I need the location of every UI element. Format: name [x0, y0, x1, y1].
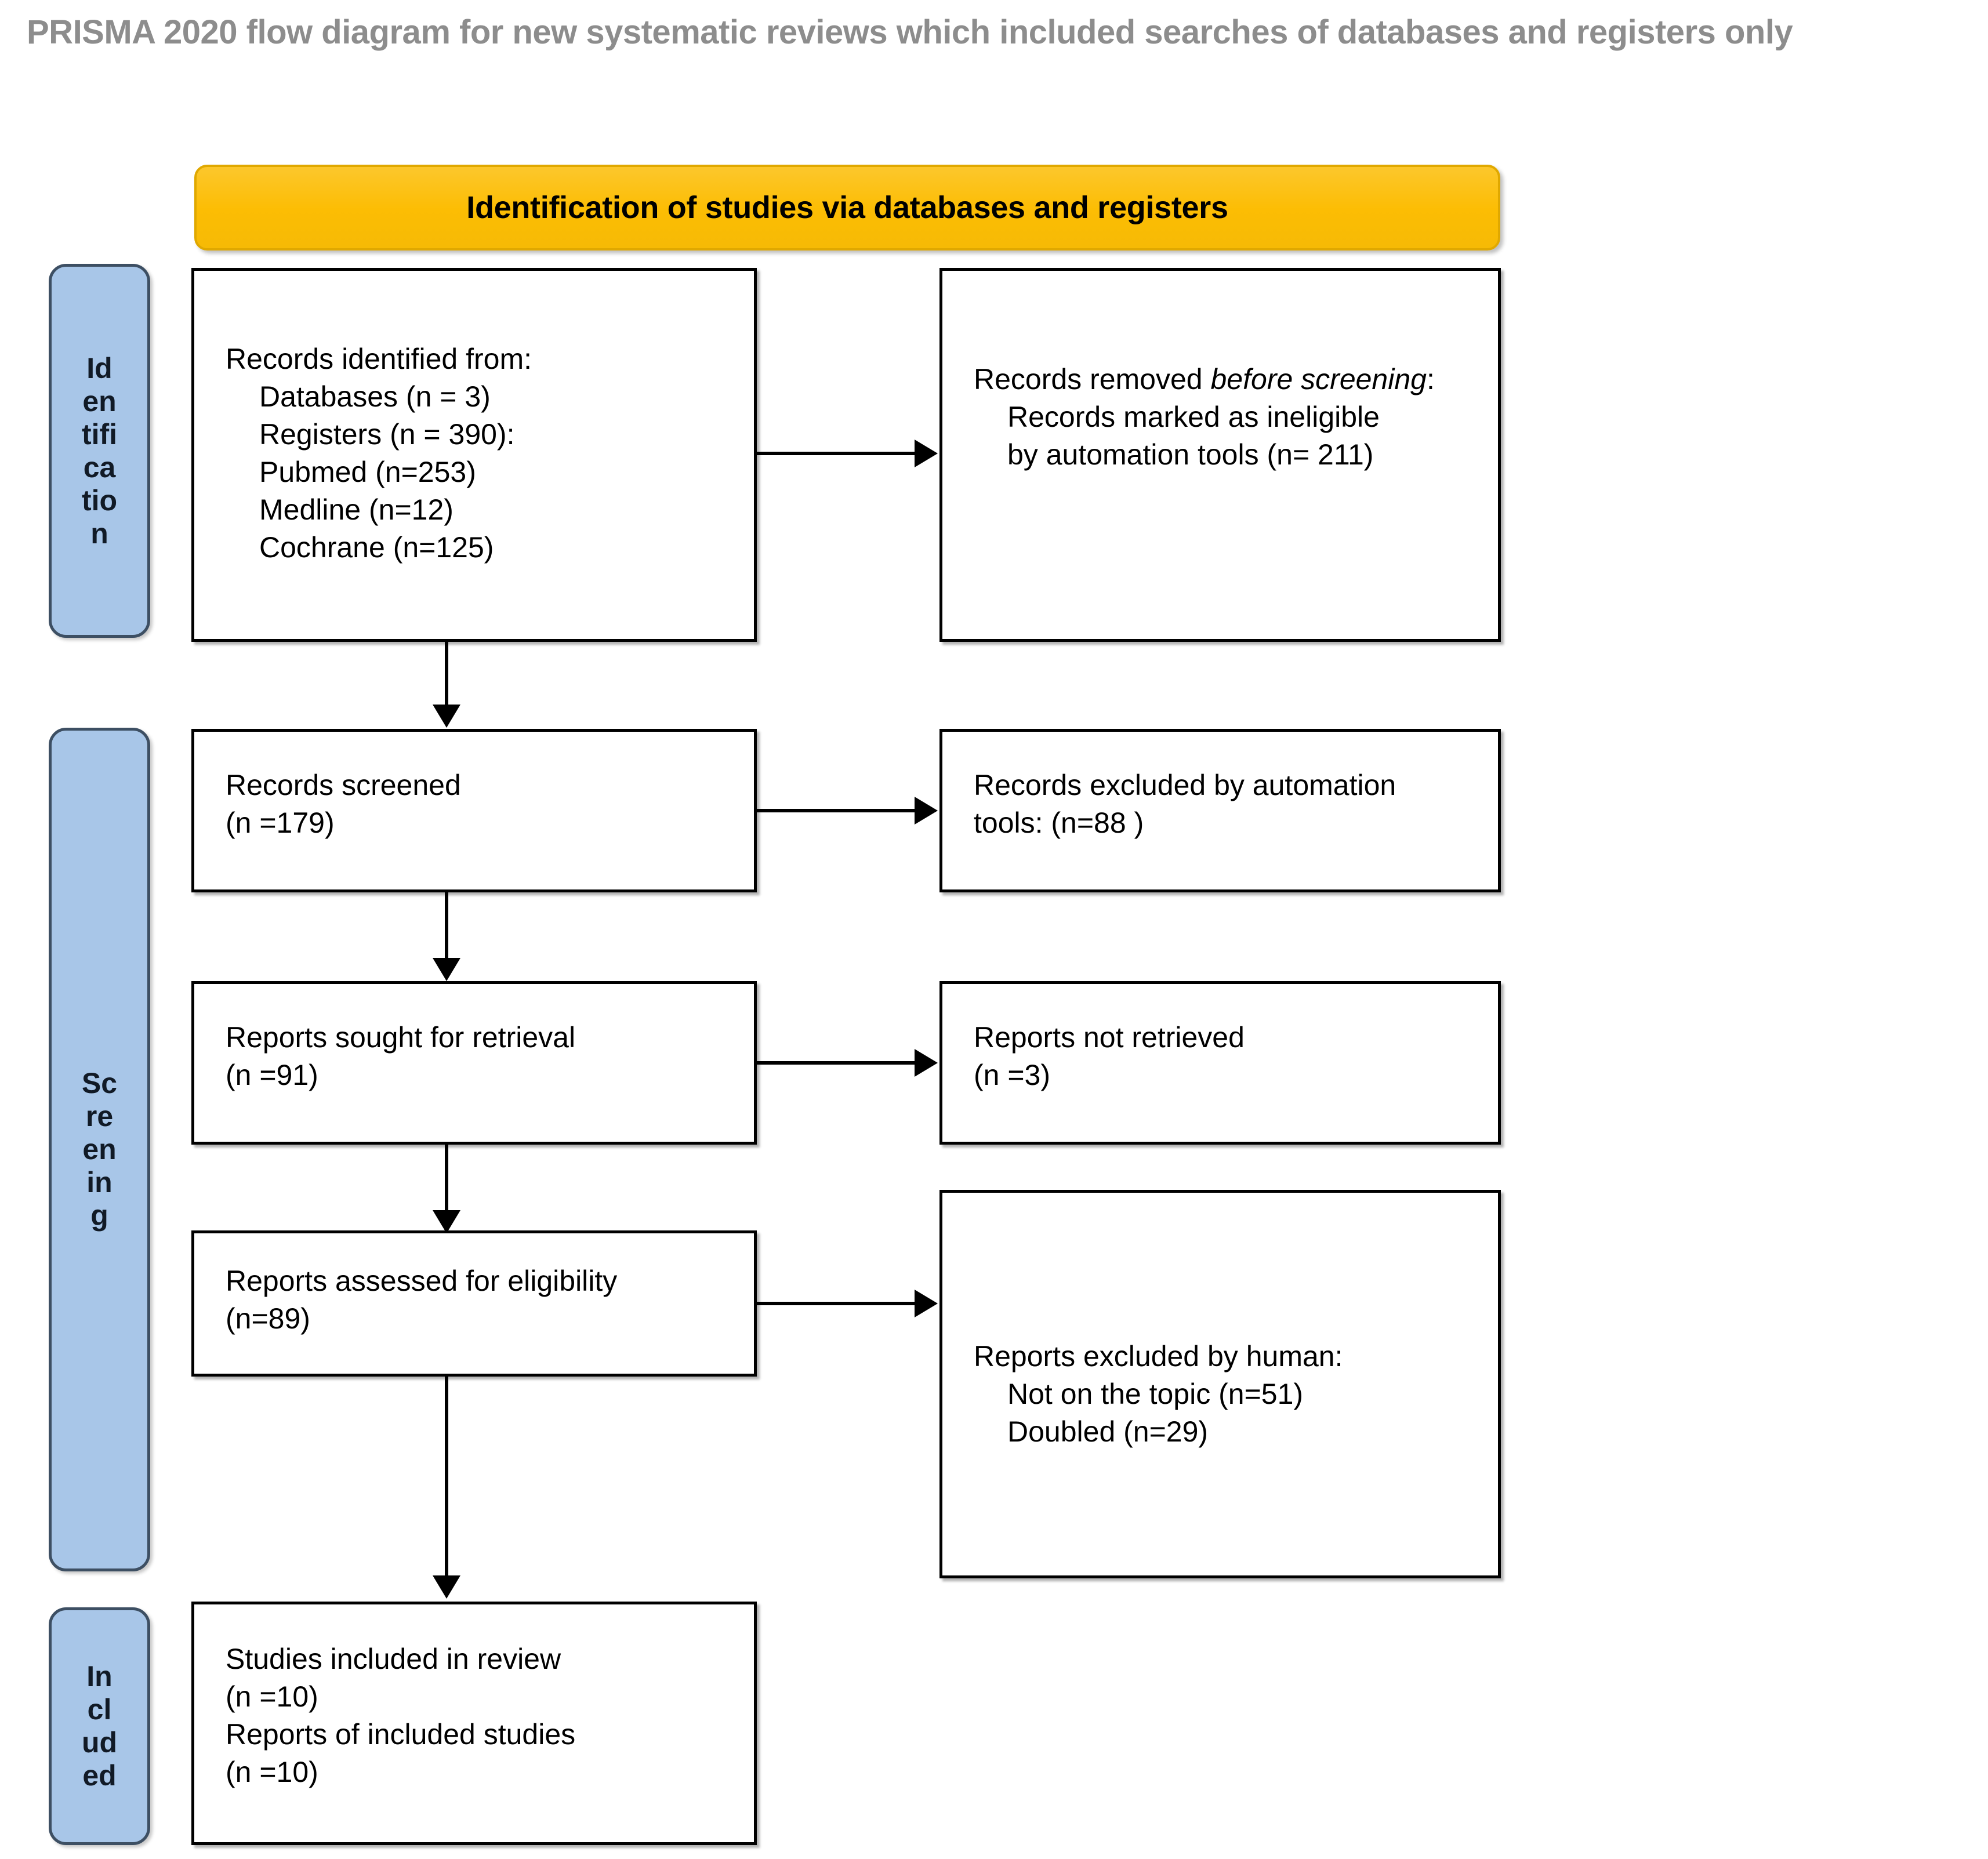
box-records-removed: Records removed before screening: Record… — [939, 268, 1501, 642]
page-title: PRISMA 2020 flow diagram for new systema… — [27, 13, 1793, 51]
records-removed-item: by automation tools (n= 211) — [1007, 438, 1374, 471]
box-reports-excluded-human-text: Reports excluded by human: Not on the to… — [974, 1338, 1486, 1451]
reports-not-retrieved-line-2: (n =3) — [974, 1059, 1051, 1091]
reports-excluded-human-heading: Reports excluded by human: — [974, 1340, 1343, 1373]
arrowhead-sought-to-assessed — [433, 1210, 460, 1233]
box-reports-assessed: Reports assessed for eligibility (n=89) — [191, 1230, 757, 1377]
box-studies-included-text: Studies included in review (n =10) Repor… — [226, 1640, 742, 1791]
records-removed-heading-tail: : — [1426, 363, 1435, 395]
stage-tab-included-label: In cl ud ed — [81, 1660, 118, 1792]
stage-tab-identification: Id en tifi ca tio n — [49, 264, 150, 638]
box-records-screened-text: Records screened (n =179) — [226, 767, 742, 842]
reports-excluded-human-item: Doubled (n=29) — [1007, 1415, 1209, 1448]
identification-banner-label: Identification of studies via databases … — [466, 190, 1228, 225]
arrowhead-screened-to-sought — [433, 958, 460, 981]
records-screened-line-1: Records screened — [226, 769, 461, 801]
connector-identified-to-screened — [445, 642, 448, 706]
connector-assessed-to-included — [445, 1377, 448, 1577]
arrowhead-sought-to-not-retrieved — [915, 1049, 938, 1077]
records-removed-item: Records marked as ineligible — [1007, 401, 1380, 433]
studies-included-line-3: Reports of included studies — [226, 1718, 576, 1751]
records-identified-item: Medline (n=12) — [259, 493, 454, 526]
connector-sought-to-not-retrieved — [757, 1061, 915, 1065]
stage-tab-identification-label: Id en tifi ca tio n — [81, 351, 118, 550]
records-removed-heading: Records removed — [974, 363, 1211, 395]
connector-identified-to-removed — [757, 452, 915, 455]
arrowhead-identified-to-removed — [915, 440, 938, 467]
studies-included-line-4: (n =10) — [226, 1756, 318, 1788]
reports-assessed-line-2: (n=89) — [226, 1302, 310, 1335]
records-identified-item: Cochrane (n=125) — [259, 531, 494, 564]
stage-tab-screening: Sc re en in g — [49, 728, 150, 1571]
box-reports-sought-text: Reports sought for retrieval (n =91) — [226, 1019, 742, 1094]
box-reports-sought: Reports sought for retrieval (n =91) — [191, 981, 757, 1145]
connector-sought-to-assessed — [445, 1145, 448, 1211]
records-identified-item: Registers (n = 390): — [259, 418, 515, 451]
reports-excluded-human-item: Not on the topic (n=51) — [1007, 1378, 1304, 1410]
studies-included-line-2: (n =10) — [226, 1680, 318, 1713]
box-reports-not-retrieved-text: Reports not retrieved (n =3) — [974, 1019, 1486, 1094]
reports-sought-line-1: Reports sought for retrieval — [226, 1021, 576, 1054]
arrowhead-identified-to-screened — [433, 705, 460, 728]
box-reports-excluded-human: Reports excluded by human: Not on the to… — [939, 1190, 1501, 1578]
arrowhead-assessed-to-excluded-human — [915, 1290, 938, 1317]
stage-tab-included: In cl ud ed — [49, 1607, 150, 1845]
box-studies-included: Studies included in review (n =10) Repor… — [191, 1602, 757, 1845]
box-records-removed-text: Records removed before screening: Record… — [974, 361, 1486, 474]
connector-screened-to-excluded-automation — [757, 809, 915, 812]
connector-screened-to-sought — [445, 892, 448, 959]
records-identified-heading: Records identified from: — [226, 343, 532, 375]
studies-included-line-1: Studies included in review — [226, 1643, 561, 1675]
box-reports-not-retrieved: Reports not retrieved (n =3) — [939, 981, 1501, 1145]
records-identified-item: Pubmed (n=253) — [259, 456, 476, 488]
box-reports-assessed-text: Reports assessed for eligibility (n=89) — [226, 1262, 742, 1338]
box-records-screened: Records screened (n =179) — [191, 729, 757, 892]
stage-tab-screening-label: Sc re en in g — [81, 1067, 118, 1232]
records-excluded-automation-line-1: Records excluded by automation — [974, 769, 1396, 801]
records-identified-item: Databases (n = 3) — [259, 380, 491, 413]
records-screened-line-2: (n =179) — [226, 807, 335, 839]
arrowhead-screened-to-excluded-automation — [915, 797, 938, 825]
records-excluded-automation-line-2: tools: (n=88 ) — [974, 807, 1144, 839]
reports-not-retrieved-line-1: Reports not retrieved — [974, 1021, 1245, 1054]
identification-banner: Identification of studies via databases … — [194, 165, 1500, 250]
reports-sought-line-2: (n =91) — [226, 1059, 318, 1091]
box-records-identified: Records identified from: Databases (n = … — [191, 268, 757, 642]
reports-assessed-line-1: Reports assessed for eligibility — [226, 1265, 618, 1297]
box-records-excluded-automation: Records excluded by automation tools: (n… — [939, 729, 1501, 892]
records-removed-heading-emphasis: before screening — [1210, 363, 1427, 395]
arrowhead-assessed-to-included — [433, 1575, 460, 1599]
connector-assessed-to-excluded-human — [757, 1302, 915, 1305]
box-records-excluded-automation-text: Records excluded by automation tools: (n… — [974, 767, 1486, 842]
box-records-identified-text: Records identified from: Databases (n = … — [226, 340, 742, 567]
